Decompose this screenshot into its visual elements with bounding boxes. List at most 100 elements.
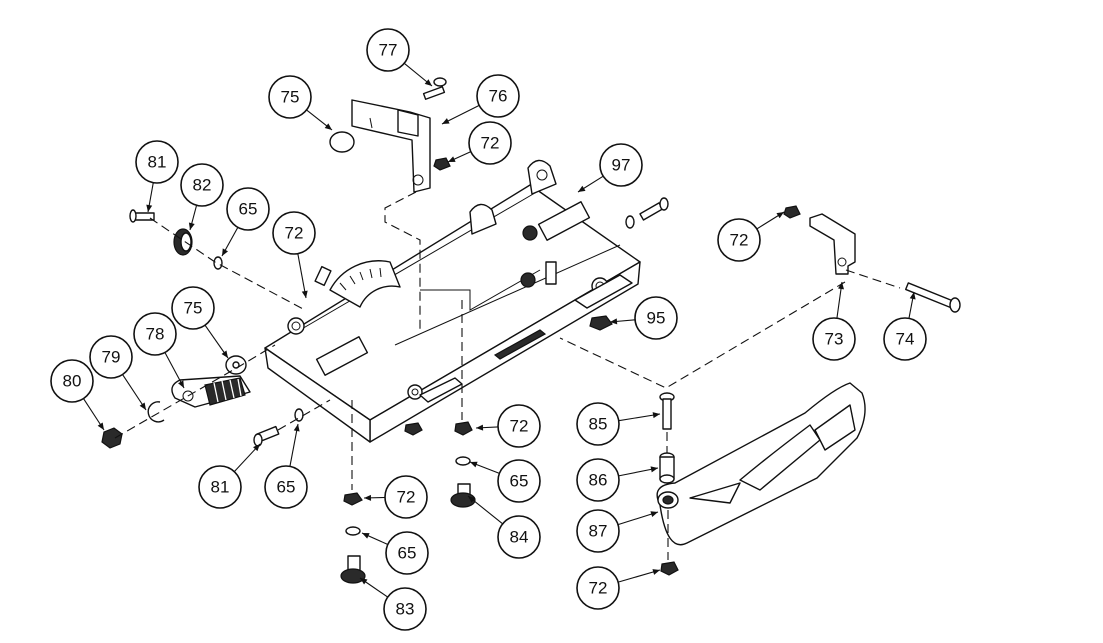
callout-label: 75 — [281, 88, 300, 107]
blade-guard-87-part — [656, 382, 866, 546]
callout-label: 72 — [510, 417, 529, 436]
callout-circle — [135, 140, 179, 184]
leader-arrow-c65b — [293, 424, 300, 432]
leader-arrow-c79 — [139, 402, 146, 410]
bearing-82-part — [173, 228, 193, 256]
foot-83-part — [340, 555, 366, 584]
callout-circle — [264, 465, 308, 509]
washer-65-mid-stack-part — [455, 456, 471, 466]
callout-86: 86 — [576, 458, 620, 502]
callout-label: 77 — [379, 41, 398, 60]
callout-82: 82 — [180, 163, 224, 207]
callout-circle — [497, 404, 541, 448]
leader-arrow-c72d — [476, 424, 484, 431]
leader-arrow-c82 — [188, 222, 195, 230]
leader-line-c79 — [122, 374, 147, 411]
callout-label: 72 — [481, 134, 500, 153]
callout-81: 81 — [198, 465, 242, 509]
callout-label: 72 — [285, 224, 304, 243]
callout-label: 76 — [489, 87, 508, 106]
callout-72: 72 — [468, 121, 512, 165]
foot-84-part — [450, 483, 476, 508]
pin-72-part — [314, 265, 332, 287]
leader-arrow-c80 — [97, 422, 104, 430]
callout-95: 95 — [634, 296, 678, 340]
callout-circle — [476, 74, 520, 118]
callout-circle — [50, 359, 94, 403]
callout-label: 65 — [239, 200, 258, 219]
screw-85-part — [659, 392, 675, 430]
callout-84: 84 — [497, 515, 541, 559]
leader-arrow-c72f — [652, 569, 660, 575]
leader-arrow-c72c — [776, 212, 784, 219]
leader-arrow-c65d — [362, 533, 370, 539]
leader-arrow-c76 — [442, 118, 450, 124]
callout-circle — [576, 458, 620, 502]
callout-label: 65 — [398, 544, 417, 563]
callout-circle — [89, 335, 133, 379]
callout-label: 82 — [193, 176, 212, 195]
callout-72: 72 — [717, 218, 761, 262]
callout-circle — [180, 163, 224, 207]
callout-80: 80 — [50, 359, 94, 403]
callout-circle — [366, 28, 410, 72]
callout-label: 65 — [510, 472, 529, 491]
base-plate-part — [264, 159, 641, 443]
nut-72-right-part — [783, 205, 801, 219]
callout-72: 72 — [384, 475, 428, 519]
callout-87: 87 — [576, 509, 620, 553]
leader-arrow-c87 — [650, 511, 658, 517]
nut-under-plate-part — [404, 422, 423, 436]
callout-circle — [272, 211, 316, 255]
leader-arrow-c97 — [578, 185, 586, 192]
callout-65: 65 — [497, 459, 541, 503]
washer-75-top-part — [329, 131, 355, 153]
callout-78: 78 — [133, 312, 177, 356]
callout-label: 85 — [589, 415, 608, 434]
callout-73: 73 — [812, 317, 856, 361]
callout-label: 73 — [825, 330, 844, 349]
callout-72: 72 — [272, 211, 316, 255]
leader-arrow-c75a — [324, 123, 332, 130]
callout-label: 97 — [612, 156, 631, 175]
callout-circle — [599, 143, 643, 187]
nut-95-part — [589, 315, 613, 331]
callout-81: 81 — [135, 140, 179, 184]
leader-arrow-c84 — [468, 496, 476, 503]
leader-arrow-c72b — [301, 290, 308, 298]
leader-arrow-c65a — [222, 248, 229, 256]
callout-circle — [576, 566, 620, 610]
callout-label: 72 — [397, 488, 416, 507]
top-bracket-part — [351, 99, 431, 193]
callout-circle — [198, 465, 242, 509]
leader-arrow-c65c — [470, 461, 478, 468]
screw-77-part — [422, 77, 447, 100]
callout-76: 76 — [476, 74, 520, 118]
leader-arrow-c78 — [178, 380, 184, 388]
leader-line-c84 — [467, 495, 503, 525]
callout-circle — [497, 459, 541, 503]
callout-label: 83 — [396, 600, 415, 619]
lever-78-part — [171, 375, 251, 408]
nut-72-guard-part — [660, 561, 679, 576]
callout-83: 83 — [383, 587, 427, 631]
callout-75: 75 — [268, 75, 312, 119]
callout-label: 72 — [589, 579, 608, 598]
callout-65: 65 — [264, 465, 308, 509]
bushing-86-part — [659, 452, 675, 484]
callout-circle — [717, 218, 761, 262]
leader-arrow-c81b — [253, 444, 260, 452]
leader-arrow-c75b — [221, 350, 228, 358]
screw-81-bottom-part — [253, 425, 280, 447]
nut-72-mid-stack-part — [454, 421, 473, 436]
leader-line-c72b — [297, 253, 307, 299]
leader-arrow-c72e — [364, 494, 372, 501]
callout-74: 74 — [883, 317, 927, 361]
leader-arrow-c85 — [652, 412, 660, 419]
callout-circle — [133, 312, 177, 356]
pin-74-part — [904, 282, 961, 313]
callout-72: 72 — [497, 404, 541, 448]
callout-label: 72 — [730, 231, 749, 250]
callout-label: 78 — [146, 325, 165, 344]
